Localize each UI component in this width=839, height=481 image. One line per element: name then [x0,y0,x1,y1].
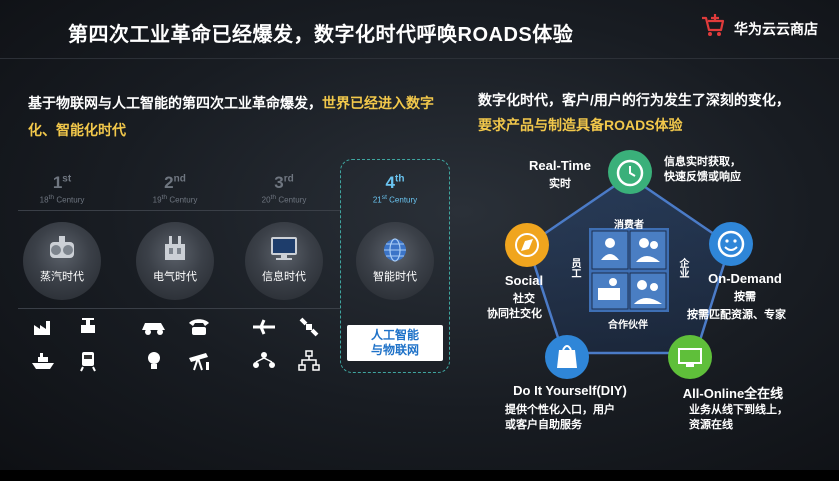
right-intro-line1: 数字化时代，客户/用户的行为发生了深刻的变化， [478,92,790,108]
era-4-label: 智能时代 [373,271,417,283]
monitor-icon [668,335,712,379]
era-1-label: 蒸汽时代 [40,271,84,283]
lightbulb-icon [131,347,176,375]
satellite-icon [286,313,331,341]
left-intro: 基于物联网与人工智能的第四次工业革命爆发，世界已经进入数字化、智能化时代 [28,90,448,144]
current-era-highlight-box [340,159,450,373]
desk-icon [598,288,620,300]
oil-pump-icon [176,347,221,375]
power-plant-icon [165,236,185,260]
page-title: 第四次工业革命已经爆发，数字化时代呼唤ROADS体验 [68,24,574,46]
ship-icon [20,347,65,375]
diy-desc: 提供个性化入口，用户或客户自助服务 [505,404,615,431]
social-desc: 协同社交化 [487,308,542,320]
computer-icon [271,237,297,260]
cart-plus-icon [700,13,726,44]
diy-label: Do It Yourself(DIY) [513,383,627,398]
ai-box-line2: 与物联网 [370,343,419,357]
airplane-icon [241,313,286,341]
network-people-icon [241,347,286,375]
consumer-label: 消费者 [614,220,644,231]
era-1-header: 1st 18th Century [39,173,85,205]
brand-name: 华为云云商店 [734,20,818,37]
train-icon [65,347,110,375]
smiley-icon [709,222,753,266]
car-icon [131,313,176,341]
factory-icon [20,313,65,341]
network-icon [286,347,331,375]
right-intro: 数字化时代，客户/用户的行为发生了深刻的变化， 要求产品与制造具备ROADS体验 [478,88,828,138]
globe-icon [384,238,406,262]
bottom-letterbox [0,470,839,481]
brand[interactable]: 华为云云商店 [700,13,818,44]
ondemand-desc: 按需匹配资源、专家 [687,309,786,321]
era-divider-bottom [18,308,340,309]
era-4-circle: 智能时代 [356,222,434,300]
ai-box-line1: 人工智能 [370,328,419,342]
slide: 第四次工业革命已经爆发，数字化时代呼唤ROADS体验 华为云云商店 基于物联网与… [0,0,839,470]
partner-label: 合作伙伴 [608,320,648,331]
era-3-label: 信息时代 [262,271,306,283]
era-divider-top [18,210,340,211]
era-1-items [20,313,110,375]
steam-engine-icon [50,236,74,258]
roads-pentagon [505,150,753,379]
era-4-header: 4th 21st Century [372,173,418,205]
era-3-header: 3rd 20th Century [261,173,307,205]
era-2-header: 2nd 19th Century [152,173,198,205]
left-intro-highlight: 世界已经进入数字化、智能化时代 [28,95,434,138]
realtime-desc: 信息实时获取，快速反馈或响应 [664,156,741,183]
era-1-circle: 蒸汽时代 [23,222,101,300]
valve-icon [65,313,110,341]
allonline-label: All-Online全在线 [682,386,784,401]
era-2-items [131,313,221,375]
era-2-circle: 电气时代 [136,222,214,300]
left-intro-normal: 基于物联网与人工智能的第四次工业革命爆发， [28,95,322,111]
ai-iot-box: 人工智能 与物联网 [347,325,443,361]
right-intro-line2: 要求产品与制造具备ROADS体验 [478,117,683,133]
enterprise-label: 企业 [677,258,688,278]
allonline-desc: 业务从线下到线上，资源在线 [689,404,788,431]
employee-label: 员工 [569,258,580,278]
telephone-icon [176,313,221,341]
era-2-label: 电气时代 [153,271,197,283]
era-3-items [241,313,331,375]
header-divider [0,58,839,59]
era-3-circle: 信息时代 [245,222,323,300]
